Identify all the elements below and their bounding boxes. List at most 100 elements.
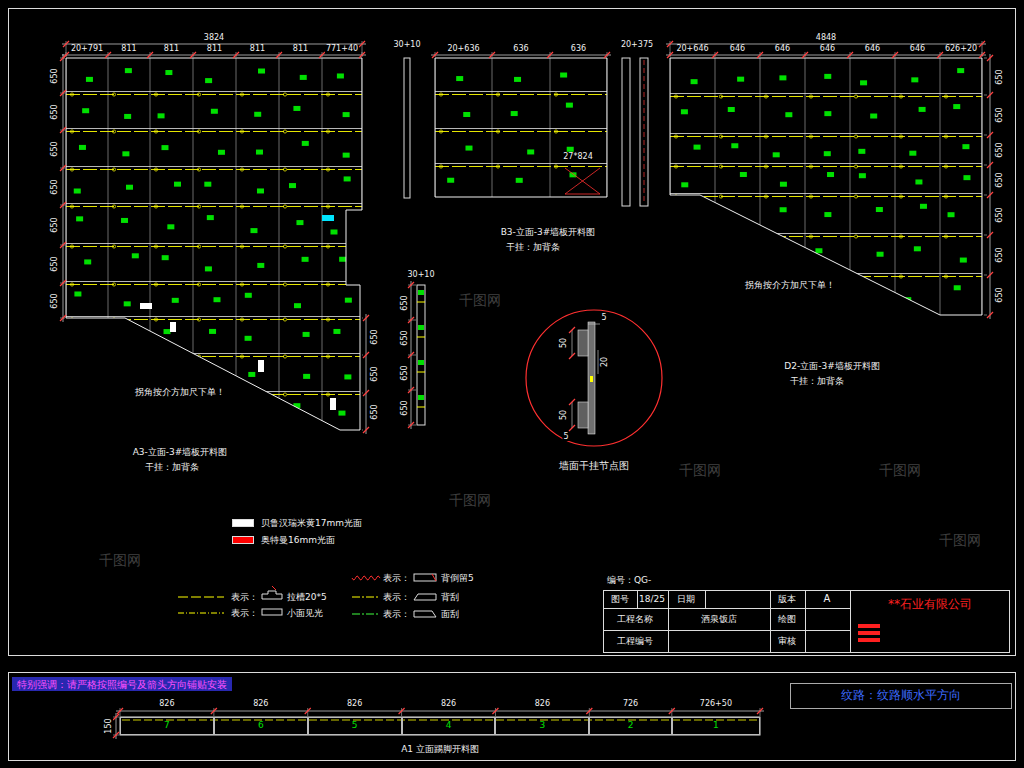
- slab-tag: [302, 257, 309, 262]
- slab-tag: [691, 79, 698, 84]
- dim-tick: [432, 52, 438, 58]
- legend-line: [352, 597, 380, 598]
- slab-tag: [860, 80, 867, 85]
- hanging-line: [670, 276, 982, 277]
- legend-symbol: [262, 609, 282, 615]
- slab-tag: [960, 258, 967, 263]
- slab-tag: [162, 255, 169, 260]
- slab-tag: [418, 360, 424, 365]
- slab-tag: [858, 149, 865, 154]
- legend-symbol: [414, 574, 436, 581]
- dim-tick: [667, 41, 673, 47]
- dimension-text: 726: [622, 700, 639, 708]
- slab-tag: [167, 224, 174, 229]
- slab-tag: [204, 182, 211, 187]
- slab-tag: [915, 179, 922, 184]
- dimension-text: 811: [206, 45, 223, 53]
- slab-tag: [827, 172, 834, 177]
- company-logo: [858, 631, 880, 635]
- node-text: 1: [713, 721, 719, 731]
- title-cell: 绘图: [777, 615, 797, 624]
- legend-symbol: [414, 594, 436, 600]
- slab-tag: [158, 113, 165, 118]
- watermark: 千图网: [878, 463, 922, 477]
- dimension-text: 20: [601, 356, 609, 368]
- dimension: [62, 41, 366, 56]
- skirting-piece: 1: [672, 717, 760, 735]
- anchor-point: [197, 93, 200, 96]
- anchor-point: [240, 205, 243, 208]
- slab-tag: [824, 212, 831, 217]
- cut-piece: [170, 322, 176, 332]
- slab-tag: [567, 147, 574, 152]
- slab-tag: [465, 146, 472, 151]
- dim-tick: [408, 282, 414, 288]
- slab-tag: [560, 73, 567, 78]
- stone-slab: [588, 322, 595, 434]
- joint-line: [66, 128, 362, 129]
- table-line: [770, 590, 771, 652]
- anchor-point: [854, 95, 857, 98]
- panel-outline: [670, 58, 982, 315]
- dim-tick: [60, 315, 66, 321]
- legend-symbol: [272, 586, 276, 590]
- joint-line: [108, 58, 109, 430]
- dimension-text: 50: [560, 337, 568, 349]
- dimension: [666, 41, 986, 56]
- dimension-text: 20+791: [70, 45, 104, 53]
- anchor-point: [112, 93, 115, 96]
- hanging-line: [670, 166, 982, 167]
- dim-tick: [408, 387, 414, 393]
- dim-tick: [113, 732, 119, 738]
- slab-tag: [773, 152, 780, 157]
- anchor-point: [283, 393, 286, 396]
- slab-tag: [343, 112, 350, 117]
- slab-tag: [205, 78, 212, 83]
- slab-tag: [877, 252, 884, 257]
- slab-tag: [728, 107, 735, 112]
- dim-tick: [892, 52, 898, 58]
- hanging-line: [66, 284, 362, 285]
- slab-tag: [733, 217, 740, 222]
- anchor-point: [326, 168, 329, 171]
- dimension-text: 646: [819, 45, 836, 53]
- drawing-caption: A1 立面踢脚开料图: [400, 745, 480, 754]
- hanging-line: [435, 94, 607, 95]
- anchor-point: [899, 235, 902, 238]
- dim-tick: [547, 52, 553, 58]
- dim-line: [588, 324, 600, 325]
- anchor-point: [326, 245, 329, 248]
- slab-tag: [161, 145, 168, 150]
- anchor-point: [326, 283, 329, 286]
- slab-tag: [737, 77, 744, 82]
- slab-tag: [911, 77, 918, 82]
- slab-tag: [218, 150, 225, 155]
- dim-tick: [60, 165, 66, 171]
- anchor-point: [326, 355, 329, 358]
- cut-piece: [258, 360, 264, 372]
- dim-tick: [757, 52, 763, 58]
- dim-tick: [363, 427, 369, 433]
- dimension-text: 726+50: [699, 700, 733, 708]
- watermark: 千图网: [678, 463, 722, 477]
- joint-line: [66, 281, 362, 282]
- slab-tag: [919, 107, 926, 112]
- dim-line: [572, 402, 573, 428]
- dim-tick: [987, 132, 993, 138]
- panel-grid: [66, 58, 370, 430]
- slab-tag: [418, 290, 424, 295]
- anchor-point: [197, 283, 200, 286]
- anchor-point: [611, 165, 614, 168]
- dimension: [362, 314, 369, 434]
- anchor-point: [197, 245, 200, 248]
- dim-tick: [669, 708, 675, 714]
- anchor-point: [674, 95, 677, 98]
- panel-grid: [670, 58, 990, 315]
- slab-tag: [256, 150, 263, 155]
- slab-tag: [126, 378, 133, 383]
- anchor-point: [809, 135, 812, 138]
- hanging-line: [66, 356, 362, 357]
- legend-line: [178, 613, 224, 614]
- joint-line: [670, 163, 982, 164]
- dimension-text: 650: [996, 106, 1004, 123]
